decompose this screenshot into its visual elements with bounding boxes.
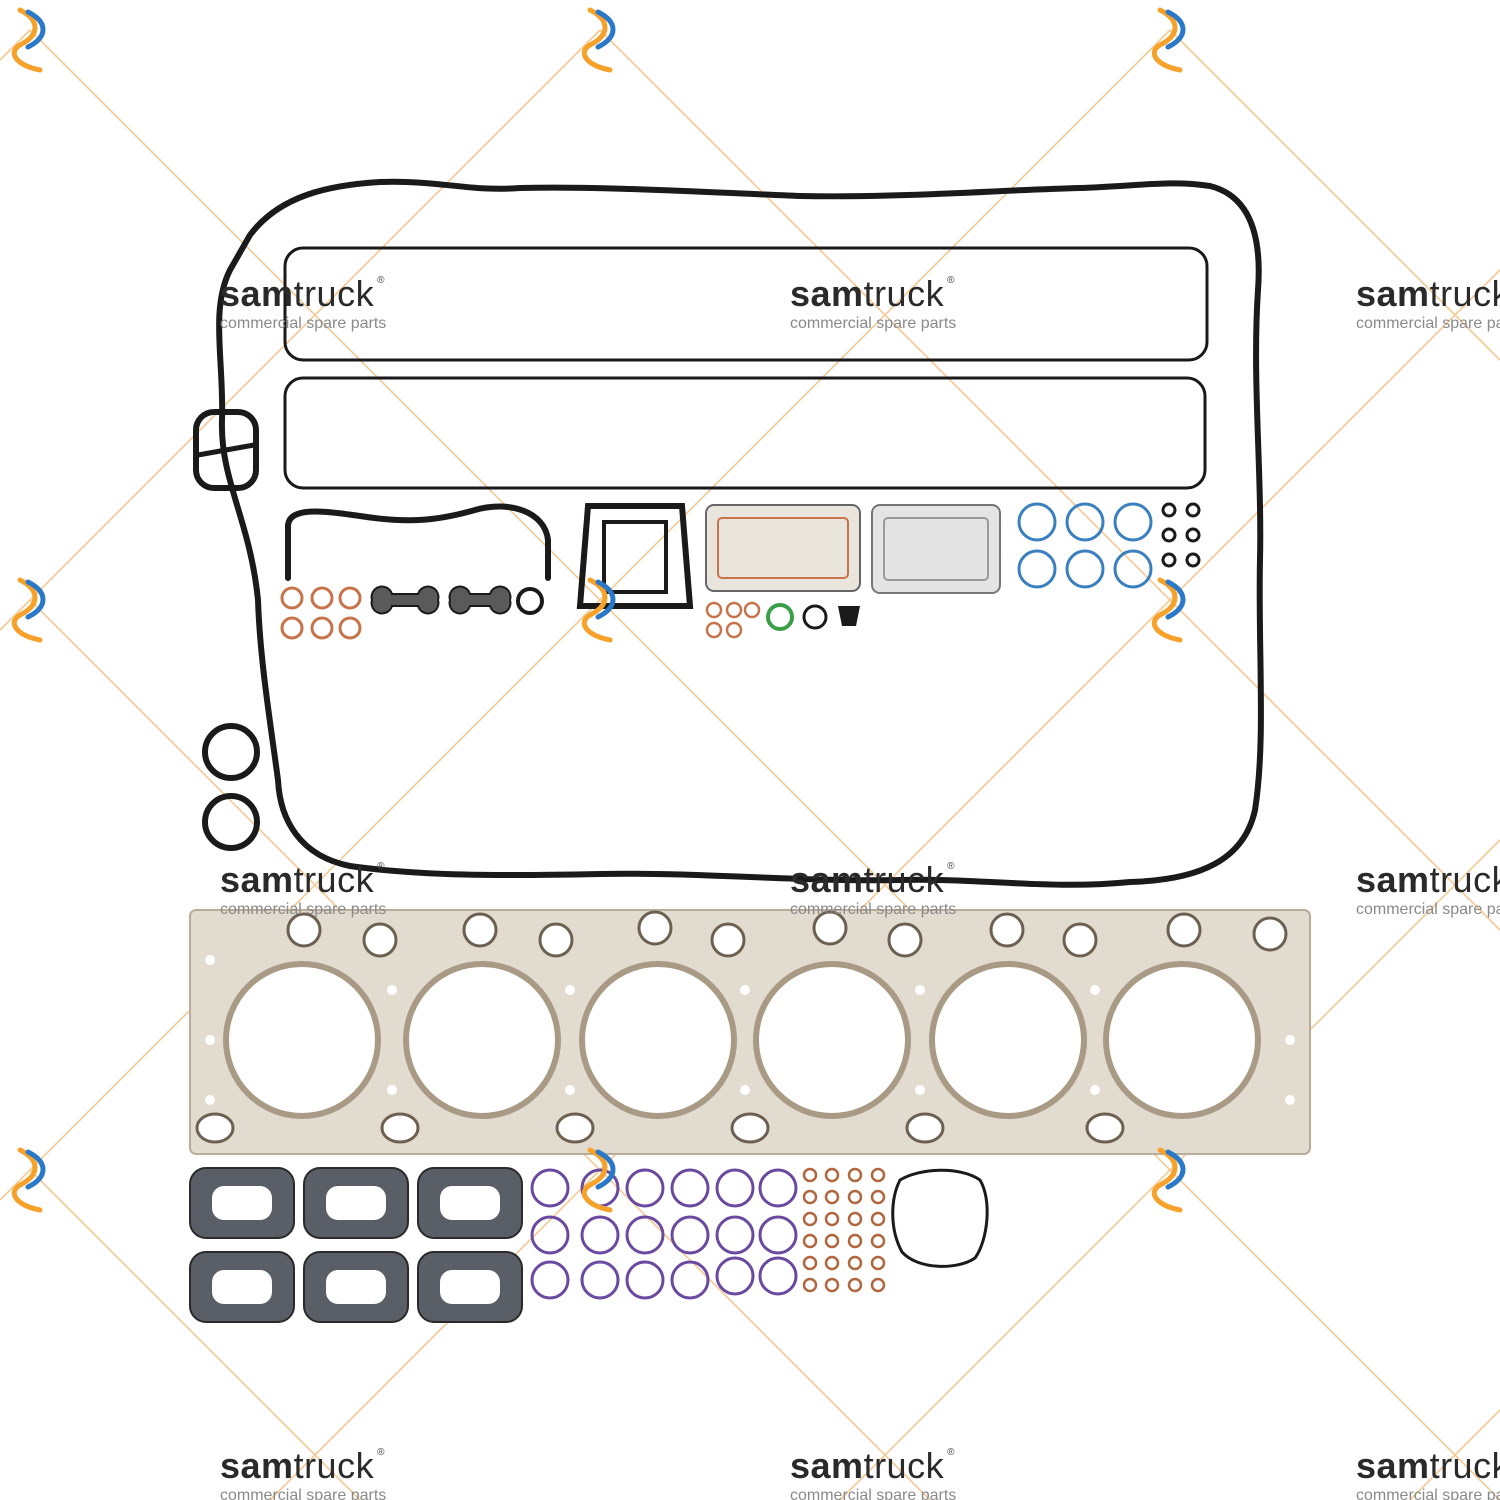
cylinder-head-gasket	[189, 909, 1311, 1155]
o-ring-large-black-2	[202, 793, 260, 851]
o-ring-large-black-1	[202, 723, 260, 781]
valve-cover-gasket-upper	[283, 246, 1209, 362]
flange-gaskets-small	[370, 585, 512, 615]
plug-seal	[838, 606, 860, 626]
o-ring-black-mid	[802, 604, 828, 630]
o-rings-purple	[530, 1168, 798, 1300]
valve-cover-gasket-lower	[283, 376, 1207, 490]
turbo-gasket-left	[705, 504, 861, 592]
copper-washers-left	[280, 586, 362, 640]
turbo-gasket-right	[871, 504, 1001, 594]
o-ring-green	[766, 603, 794, 631]
square-flange-gasket	[576, 503, 694, 609]
copper-washers-middle	[705, 601, 761, 639]
samtruck-logo-marks	[11, 7, 1186, 1213]
oil-pan-gasket	[216, 178, 1264, 888]
watermark-grid	[0, 29, 1500, 1500]
o-ring-small-black	[516, 587, 544, 615]
o-rings-tiny-right	[1161, 502, 1201, 568]
cover-gasket-rounded	[891, 1168, 989, 1268]
o-rings-blue	[1017, 502, 1153, 589]
curved-seal	[285, 503, 551, 581]
side-cover-gasket	[193, 409, 259, 491]
copper-washers-grid	[802, 1167, 886, 1293]
